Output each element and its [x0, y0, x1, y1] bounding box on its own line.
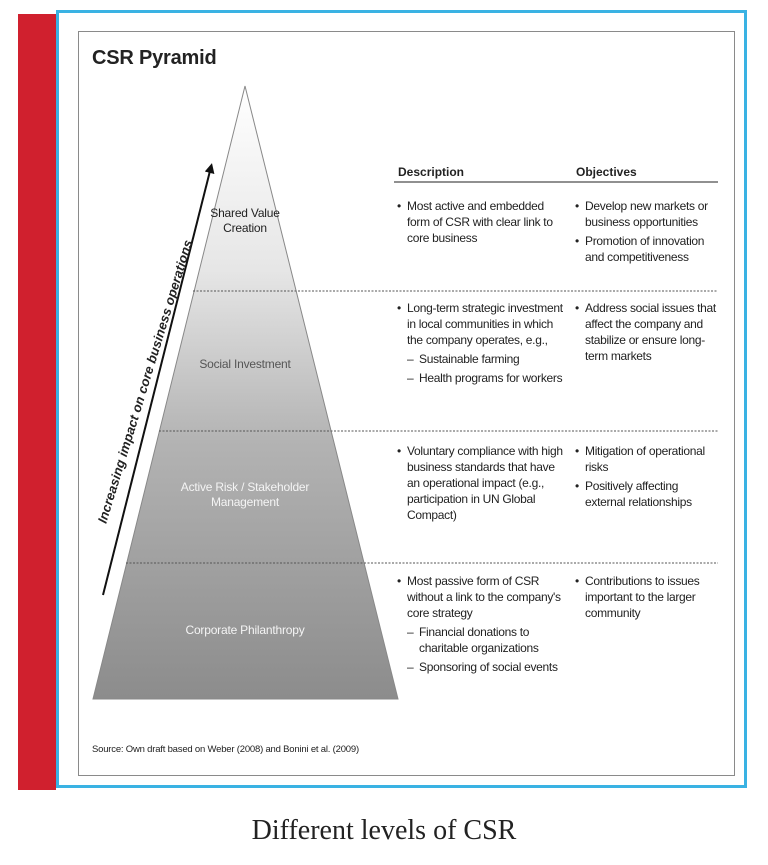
list-item: Sustainable farming: [397, 351, 569, 367]
source-note: Source: Own draft based on Weber (2008) …: [92, 744, 359, 755]
list-item: without a link to the company's: [407, 590, 561, 604]
objectives-cell: Mitigation of operationalrisksPositively…: [575, 443, 723, 513]
list-item: core business: [407, 231, 478, 245]
figure-title: CSR Pyramid: [92, 47, 217, 69]
list-item: Promotion of innovation: [575, 233, 723, 249]
list-item: participation in UN Global: [407, 492, 536, 506]
list-item: community: [585, 606, 641, 620]
list-item: Financial donations to: [397, 624, 569, 640]
list-item: stabilize or ensure long-: [585, 333, 705, 347]
list-item: important to the larger: [585, 590, 696, 604]
list-item: an operational impact (e.g.,: [407, 476, 545, 490]
list-item: term markets: [585, 349, 652, 363]
list-item: Develop new markets or: [575, 198, 723, 214]
layer-label-shared-value: Shared Value Creation: [205, 206, 285, 236]
layer-name: Corporate Philanthropy: [185, 623, 305, 637]
list-item: Compact): [407, 508, 457, 522]
list-item: Most active and embedded: [397, 198, 569, 214]
list-item: charitable organizations: [419, 641, 539, 655]
pyramid-shape: [92, 85, 399, 700]
list-item: Contributions to issues: [575, 573, 723, 589]
layer-label-social-investment: Social Investment: [170, 357, 320, 372]
list-item: affect the company and: [585, 317, 703, 331]
layer-name: Active Risk / Stakeholder Management: [180, 480, 310, 509]
list-item: Most passive form of CSR: [397, 573, 569, 589]
impact-arrow: [102, 163, 215, 596]
list-item: Mitigation of operational: [575, 443, 723, 459]
layer-name: Social Investment: [199, 357, 291, 371]
objectives-header: Objectives: [576, 165, 637, 179]
figure-caption: Different levels of CSR: [251, 815, 517, 846]
list-item: Address social issues that: [575, 300, 723, 316]
layer-label-active-risk: Active Risk / Stakeholder Management: [160, 480, 330, 510]
list-item: form of CSR with clear link to: [407, 215, 553, 229]
layer-label-corporate-philanthropy: Corporate Philanthropy: [160, 623, 330, 638]
bullet-list: Mitigation of operationalrisksPositively…: [575, 443, 723, 510]
list-item: Voluntary compliance with high: [397, 443, 569, 459]
list-item: Long-term strategic investment: [397, 300, 569, 316]
red-accent-bar: [18, 14, 56, 790]
list-item: business opportunities: [585, 215, 698, 229]
list-item: in local communities in which: [407, 317, 554, 331]
list-item: business standards that have: [407, 460, 555, 474]
list-item: Health programs for workers: [397, 370, 569, 386]
list-item: Sponsoring of social events: [397, 659, 569, 675]
list-item: and competitiveness: [585, 250, 689, 264]
list-item: external relationships: [585, 495, 692, 509]
description-header: Description: [398, 165, 465, 179]
layer-name: Shared Value Creation: [210, 206, 280, 235]
list-item: Positively affecting: [575, 478, 723, 494]
list-item: core strategy: [407, 606, 473, 620]
list-item: risks: [585, 460, 609, 474]
list-item: the company operates, e.g.,: [407, 333, 548, 347]
